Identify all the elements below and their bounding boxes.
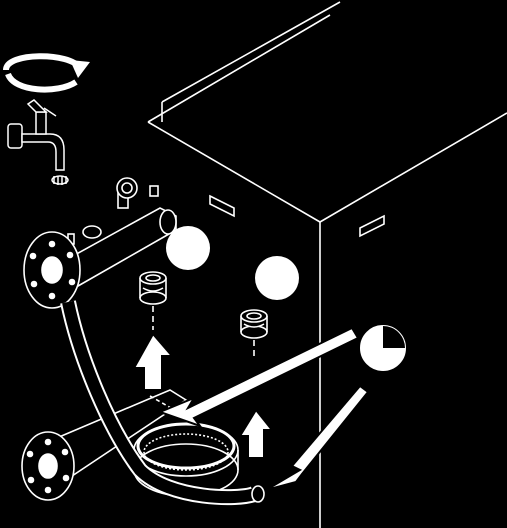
up-arrow-left — [132, 332, 175, 391]
rubber-plug-left — [139, 271, 167, 330]
connection-flange-top — [23, 231, 81, 309]
connection-flange-bottom — [21, 431, 75, 501]
step-circle-2 — [255, 256, 299, 300]
callout-arrow-lower — [265, 384, 370, 491]
timer-icon — [358, 323, 408, 373]
rubber-plug-right — [240, 309, 268, 360]
drain-hose — [60, 300, 265, 506]
pump-manifold — [60, 177, 177, 288]
callout-arrow-upper — [157, 326, 360, 429]
water-tap-icon — [7, 99, 69, 185]
rotate-arrow-icon — [3, 53, 90, 93]
machine-housing — [147, 1, 507, 528]
timer-wedge — [383, 326, 405, 348]
up-arrow-right — [238, 408, 275, 459]
step-circle-1 — [166, 226, 210, 270]
